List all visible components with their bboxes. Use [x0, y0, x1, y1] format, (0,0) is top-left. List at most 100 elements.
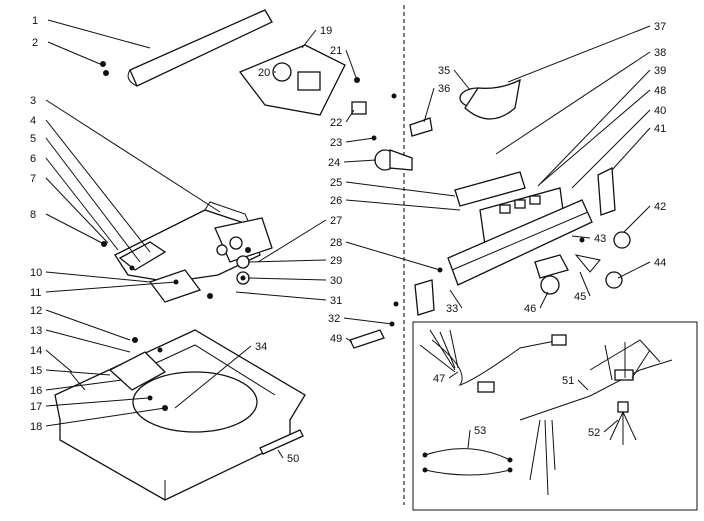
callout-leader-27 — [257, 219, 327, 263]
callout-leader-16 — [45, 379, 123, 391]
callout-leader-22 — [345, 109, 355, 123]
callout-leader-11 — [45, 281, 177, 293]
callout-leader-26 — [345, 199, 461, 211]
wiring-harness-inset — [412, 321, 698, 511]
callout-leader-3 — [45, 99, 221, 213]
callout-label-3: 3 — [30, 95, 36, 107]
callout-label-48: 48 — [654, 85, 666, 97]
callout-label-2: 2 — [32, 37, 38, 49]
callout-label-23: 23 — [330, 137, 342, 149]
callout-label-20: 20 — [258, 67, 270, 79]
callout-leader-44 — [617, 261, 651, 279]
callout-leader-43 — [571, 235, 591, 239]
callout-label-27: 27 — [330, 215, 342, 227]
callout-label-24: 24 — [328, 157, 340, 169]
trim-rail-part — [127, 9, 273, 87]
callout-leader-51 — [577, 379, 589, 391]
callout-label-13: 13 — [30, 325, 42, 337]
callout-label-31: 31 — [330, 295, 342, 307]
callout-leader-48 — [539, 89, 651, 185]
callout-labels: 1234567810111213141516171819202122232425… — [30, 15, 666, 465]
callout-leader-10 — [45, 271, 151, 283]
callout-label-33: 33 — [446, 303, 458, 315]
callout-label-40: 40 — [654, 105, 666, 117]
callout-leader-4 — [45, 119, 151, 253]
callout-label-41: 41 — [654, 123, 666, 135]
callout-label-39: 39 — [654, 65, 666, 77]
timer-motor-part — [238, 44, 413, 171]
callout-label-34: 34 — [255, 341, 267, 353]
callout-leader-21 — [345, 49, 358, 81]
callout-label-25: 25 — [330, 177, 342, 189]
callout-label-6: 6 — [30, 153, 36, 165]
callout-label-49: 49 — [330, 333, 342, 345]
callout-label-44: 44 — [654, 257, 666, 269]
callout-leader-36 — [423, 87, 435, 123]
callout-leader-53 — [467, 429, 471, 449]
callout-leader-2 — [47, 41, 101, 65]
screw-part-2 — [100, 61, 109, 76]
callout-label-36: 36 — [438, 83, 450, 95]
callout-leader-37 — [507, 25, 651, 83]
callout-label-51: 51 — [562, 375, 574, 387]
callout-leader-49 — [345, 337, 353, 343]
callout-leader-34 — [174, 345, 252, 409]
callout-leader-38 — [495, 51, 651, 155]
callout-leader-13 — [45, 329, 131, 353]
callout-leader-25 — [345, 181, 456, 197]
callout-leader-45 — [579, 271, 591, 297]
callout-leader-35 — [453, 69, 471, 91]
callout-label-15: 15 — [30, 365, 42, 377]
callout-leader-6 — [45, 157, 119, 251]
callout-label-19: 19 — [320, 25, 332, 37]
console-panel-part — [437, 171, 613, 286]
callout-label-45: 45 — [574, 291, 586, 303]
knob-cover-part — [391, 78, 521, 137]
callout-label-26: 26 — [330, 195, 342, 207]
callout-leader-47 — [448, 371, 459, 379]
callout-label-14: 14 — [30, 345, 42, 357]
callout-leader-50 — [277, 449, 284, 459]
callout-label-32: 32 — [328, 313, 340, 325]
callout-leader-32 — [343, 317, 393, 325]
callout-label-52: 52 — [588, 427, 600, 439]
callout-label-18: 18 — [30, 421, 42, 433]
callout-leader-39 — [537, 69, 651, 187]
switch-bracket-part — [597, 166, 616, 216]
callout-leader-18 — [45, 407, 166, 427]
callout-leader-23 — [345, 137, 375, 143]
callout-label-50: 50 — [287, 453, 299, 465]
callout-label-11: 11 — [30, 287, 41, 299]
callout-label-7: 7 — [30, 173, 36, 185]
callout-label-47: 47 — [433, 373, 445, 385]
callout-label-43: 43 — [594, 233, 606, 245]
top-frame-part — [54, 329, 306, 501]
callout-leader-7 — [45, 177, 109, 244]
callout-label-21: 21 — [330, 45, 342, 57]
callout-leader-29 — [247, 259, 327, 263]
callout-leader-8 — [45, 213, 105, 245]
washer-parts-29-31 — [236, 255, 250, 285]
callout-label-1: 1 — [32, 15, 38, 27]
callout-label-28: 28 — [330, 237, 342, 249]
knob-parts — [349, 231, 631, 349]
callout-label-29: 29 — [330, 255, 342, 267]
callout-label-22: 22 — [330, 117, 342, 129]
callout-leader-46 — [539, 291, 549, 309]
callout-leader-24 — [343, 159, 377, 163]
callout-leader-42 — [623, 205, 651, 233]
callout-leader-52 — [603, 419, 619, 433]
callout-leader-15 — [45, 369, 111, 376]
callout-label-16: 16 — [30, 385, 42, 397]
callout-label-38: 38 — [654, 47, 666, 59]
callout-leader-17 — [45, 397, 149, 407]
callout-leader-40 — [571, 109, 651, 189]
callout-leader-14 — [45, 349, 73, 373]
callout-label-35: 35 — [438, 65, 450, 77]
callout-label-12: 12 — [30, 305, 42, 317]
callout-label-53: 53 — [474, 425, 486, 437]
callout-leader-19 — [301, 29, 317, 49]
callout-leader-28 — [345, 241, 441, 271]
